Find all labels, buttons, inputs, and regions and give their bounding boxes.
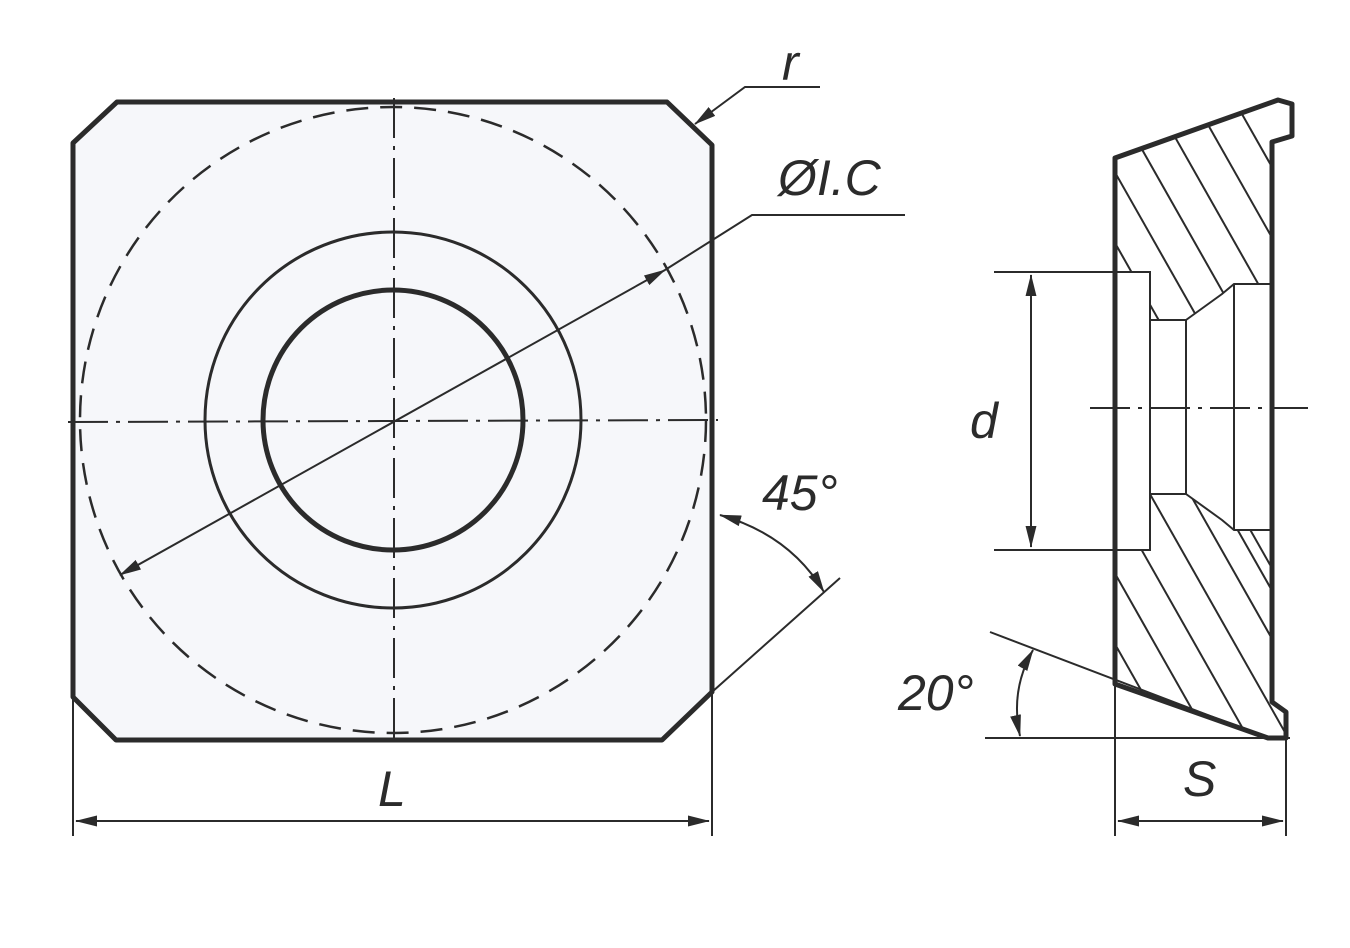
- angle-45-label: 45°: [762, 465, 838, 521]
- relief-angle-arc: [1010, 649, 1034, 737]
- relief-extension: [989, 631, 1269, 739]
- s-label: S: [1183, 751, 1216, 807]
- angle-45-extension: [711, 577, 841, 693]
- side-view: d 20° S: [897, 97, 1308, 836]
- angle-45-arc: [719, 514, 825, 593]
- relief-angle-label: 20°: [897, 665, 974, 721]
- d-label: d: [970, 393, 1000, 449]
- hole-profile: [1115, 271, 1272, 551]
- length-label: L: [378, 761, 406, 817]
- ic-label: ØI.C: [776, 150, 882, 206]
- radius-leader: [694, 86, 820, 125]
- side-outline: [1112, 97, 1295, 741]
- front-view: ØI.C r 45° L: [67, 35, 905, 836]
- ic-leader: [664, 214, 905, 271]
- radius-label: r: [782, 35, 801, 91]
- ic-diameter-line: [119, 269, 666, 576]
